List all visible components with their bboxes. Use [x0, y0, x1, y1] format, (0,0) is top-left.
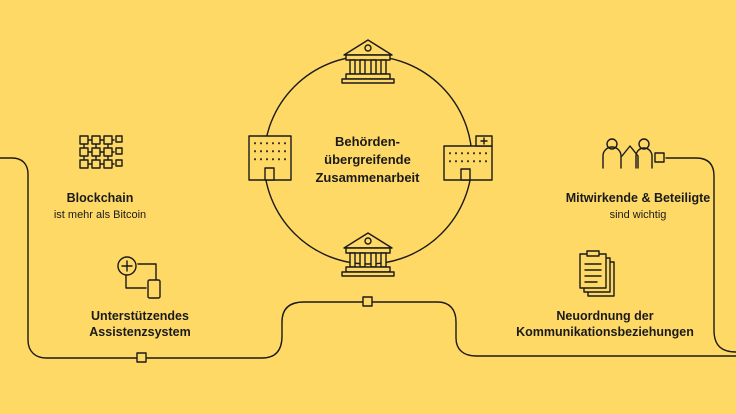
assistant-label: Unterstützendes Assistenzsystem — [60, 308, 220, 340]
center-title-line-1: Behörden- — [335, 134, 400, 149]
connector-node — [362, 296, 373, 307]
communication-title-line-1: Neuordnung der — [556, 309, 654, 323]
blockchain-label: Blockchain ist mehr als Bitcoin — [30, 190, 170, 223]
stakeholders-label: Mitwirkende & Beteiligte sind wichtig — [548, 190, 728, 223]
office-building-icon-left — [248, 135, 292, 181]
connector-right-stub — [665, 157, 736, 353]
center-title-line-3: Zusammenarbeit — [315, 170, 420, 185]
hospital-building-icon-right — [443, 135, 493, 181]
communication-label: Neuordnung der Kommunikationsbeziehungen — [505, 308, 705, 340]
center-title-line-2: übergreifende — [324, 152, 411, 167]
assistant-title-line-2: Assistenzsystem — [89, 325, 191, 339]
connector-node — [136, 352, 147, 363]
connector-node — [654, 152, 665, 163]
blockchain-grid-icon — [79, 135, 123, 169]
assistant-device-icon — [117, 256, 161, 299]
stakeholders-title: Mitwirkende & Beteiligte — [565, 191, 711, 205]
government-building-icon-bottom — [341, 232, 395, 277]
stakeholders-subtitle: sind wichtig — [609, 209, 667, 221]
center-title: Behörden- übergreifende Zusammenarbeit — [290, 133, 445, 187]
people-icon — [602, 138, 653, 169]
connector-path — [0, 157, 736, 359]
government-building-icon-top — [341, 39, 395, 84]
assistant-title-line-1: Unterstützendes — [91, 309, 189, 323]
communication-title-line-2: Kommunikationsbeziehungen — [516, 325, 694, 339]
blockchain-subtitle: ist mehr als Bitcoin — [53, 209, 147, 221]
clipboard-documents-icon — [579, 250, 615, 297]
blockchain-title: Blockchain — [66, 191, 134, 205]
